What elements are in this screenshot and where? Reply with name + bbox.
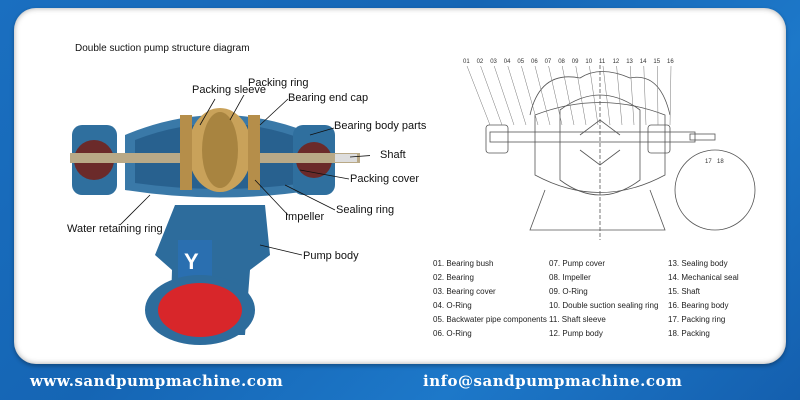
legend-item: 12. Pump body: [549, 329, 603, 338]
part-number: 16: [667, 59, 674, 65]
leader-line: [669, 65, 672, 126]
section-drawing: 01 02 03 04 05 06 07 08 09 10 11 12 13 14 15 16 17 18: [463, 59, 756, 240]
label-shaft: Shaft: [380, 149, 406, 161]
part-number: 15: [653, 59, 660, 65]
leader-line: [507, 65, 527, 126]
part-number: 14: [640, 59, 647, 65]
part-number: 10: [585, 59, 592, 65]
label-pump-body: Pump body: [303, 250, 359, 262]
email-link[interactable]: info@sandpumpmachine.com: [423, 372, 683, 390]
legend-item: 07. Pump cover: [549, 259, 606, 268]
part-number: 01: [463, 59, 470, 65]
part-number: 05: [517, 59, 524, 65]
leader-line: [466, 65, 491, 126]
legend-item: 14. Mechanical seal: [668, 273, 739, 282]
leader-line: [548, 65, 563, 126]
leader-line: [493, 65, 515, 126]
svg-text:Y: Y: [184, 249, 199, 274]
legend-item: 03. Bearing cover: [433, 287, 496, 296]
leader-line: [480, 65, 503, 126]
leader-line: [616, 65, 623, 126]
legend-item: 02. Bearing: [433, 273, 474, 282]
legend-item: 13. Sealing body: [668, 259, 728, 268]
leader-line: [643, 65, 647, 126]
part-number: 06: [531, 59, 538, 65]
diagram-title: Double suction pump structure diagram: [75, 43, 250, 54]
legend-item: 01. Bearing bush: [433, 259, 494, 268]
label-bearing-end-cap: Bearing end cap: [288, 92, 369, 104]
label-sealing-ring: Sealing ring: [336, 204, 395, 216]
leader-line: [629, 65, 635, 126]
legend-item: 05. Backwater pipe components: [433, 315, 547, 324]
label-packing-ring: Packing ring: [248, 77, 309, 89]
legend-item: 08. Impeller: [549, 273, 591, 282]
part-number: 03: [490, 59, 497, 65]
part-number: 13: [626, 59, 633, 65]
part-number: 07: [545, 59, 552, 65]
part-number: 08: [558, 59, 565, 65]
legend-item: 06. O-Ring: [433, 329, 472, 338]
website-link[interactable]: www.sandpumpmachine.com: [30, 372, 284, 390]
legend-item: 10. Double suction sealing ring: [549, 301, 659, 310]
legend-item: 15. Shaft: [668, 287, 701, 296]
part-number: 09: [572, 59, 579, 65]
label-packing-sleeve: Packing sleeve: [192, 84, 266, 96]
leader-line: [575, 65, 587, 126]
leader-line: [534, 65, 551, 126]
part-number: 11: [599, 59, 606, 65]
detail-part-number: 17: [705, 159, 712, 165]
pump-photo: Y: [70, 95, 370, 345]
part-number: 02: [477, 59, 484, 65]
legend-item: 18. Packing: [668, 329, 710, 338]
label-water-retaining-ring: Water retaining ring: [67, 223, 163, 235]
legend-item: 09. O-Ring: [549, 287, 588, 296]
leader-line: [589, 65, 599, 126]
legend-item: 11. Shaft sleeve: [549, 315, 606, 324]
label-packing-cover: Packing cover: [350, 173, 420, 185]
leader-line: [521, 65, 539, 126]
legend-item: 04. O-Ring: [433, 301, 472, 310]
part-number: 12: [613, 59, 620, 65]
leader-line: [657, 65, 659, 126]
label-impeller: Impeller: [285, 211, 325, 223]
legend-item: 16. Bearing body: [668, 301, 729, 310]
label-bearing-body-parts: Bearing body parts: [334, 120, 427, 132]
leader-line: [561, 65, 575, 126]
part-number: 04: [504, 59, 511, 65]
legend-item: 17. Packing ring: [668, 315, 726, 324]
detail-part-number: 18: [717, 159, 724, 165]
leader-line: [602, 65, 611, 126]
